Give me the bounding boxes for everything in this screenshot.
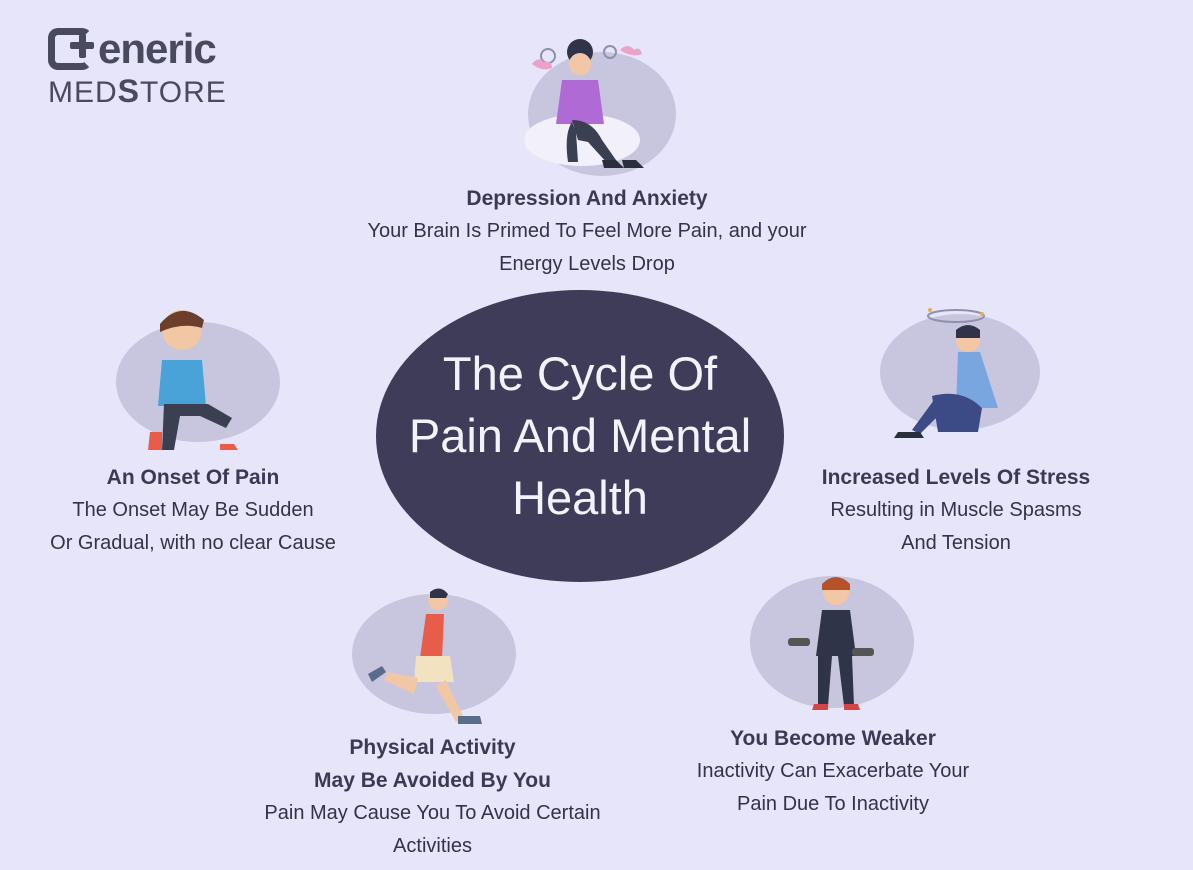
- running-illustration: [352, 588, 516, 724]
- node-onset-line2: Or Gradual, with no clear Cause: [50, 532, 336, 554]
- node-stress-line1: Resulting in Muscle Spasms: [830, 499, 1082, 521]
- node-depression-line1: Your Brain Is Primed To Feel More Pain, …: [367, 220, 807, 242]
- logo-word-medstore: MEDSTORE: [48, 73, 227, 109]
- node-physical-title2: May Be Avoided By You: [314, 769, 551, 792]
- node-physical-title: Physical Activity: [349, 736, 516, 759]
- node-weaker: You Become Weaker Inactivity Can Exacerb…: [672, 722, 994, 821]
- node-onset: An Onset Of Pain The Onset May Be Sudden…: [28, 461, 358, 560]
- node-onset-title: An Onset Of Pain: [106, 466, 280, 489]
- stress-illustration: [880, 308, 1040, 438]
- logo-g-mark: [48, 28, 92, 70]
- node-physical-line1: Pain May Cause You To Avoid Certain: [264, 802, 601, 824]
- logo-word-generic: eneric: [98, 25, 217, 72]
- node-stress-line2: And Tension: [901, 532, 1011, 554]
- node-weaker-line1: Inactivity Can Exacerbate Your: [696, 760, 970, 782]
- node-physical: Physical Activity May Be Avoided By You …: [250, 731, 615, 863]
- node-depression: Depression And Anxiety Your Brain Is Pri…: [350, 182, 824, 281]
- node-onset-line1: The Onset May Be Sudden: [72, 499, 314, 521]
- node-depression-title: Depression And Anxiety: [466, 187, 708, 210]
- node-stress: Increased Levels Of Stress Resulting in …: [786, 461, 1126, 560]
- brand-logo: eneric MEDSTORE: [48, 25, 248, 109]
- logo-plus-icon: [70, 34, 94, 58]
- weaker-illustration: [750, 576, 914, 710]
- node-physical-line2: Activities: [393, 835, 472, 857]
- diagram-title: The Cycle Of Pain And Mental Health: [408, 347, 752, 524]
- center-ellipse: The Cycle Of Pain And Mental Health: [376, 290, 784, 582]
- node-stress-title: Increased Levels Of Stress: [821, 466, 1091, 489]
- node-depression-line2: Energy Levels Drop: [499, 253, 675, 275]
- node-weaker-title: You Become Weaker: [730, 727, 936, 750]
- node-weaker-line2: Pain Due To Inactivity: [737, 793, 929, 815]
- knee-pain-illustration: [116, 310, 280, 450]
- depression-illustration: [524, 39, 676, 176]
